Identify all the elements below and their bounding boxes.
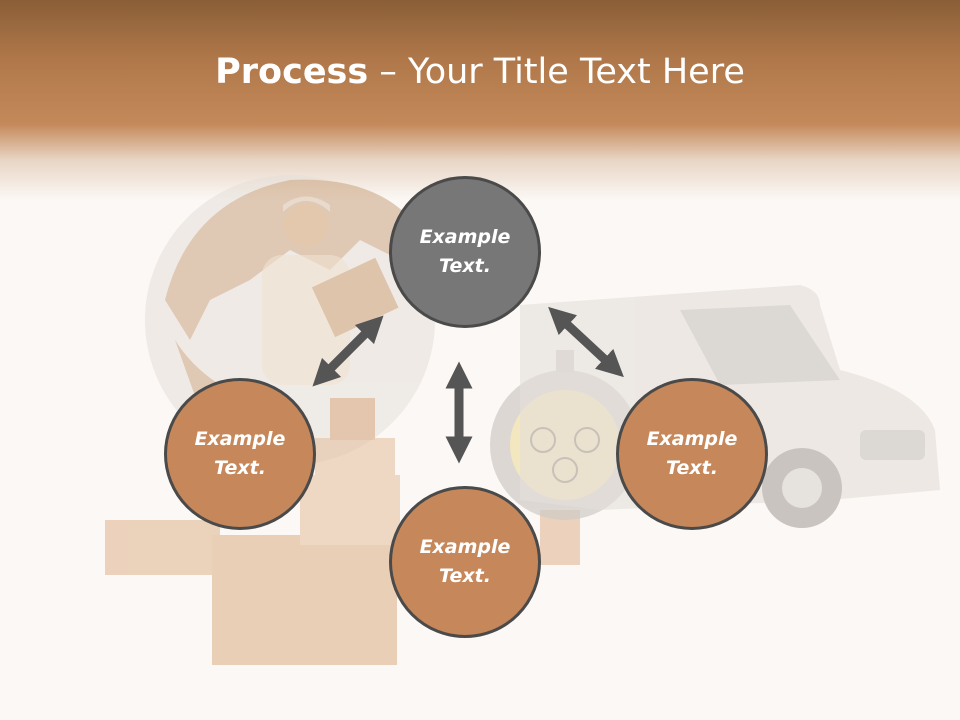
title-bold: Process — [215, 52, 369, 92]
double-arrow-icon — [548, 306, 624, 378]
title-rest: – Your Title Text Here — [368, 52, 745, 92]
double-arrow-icon — [312, 315, 384, 387]
title-banner — [0, 0, 960, 200]
slide-title: Process – Your Title Text Here — [0, 52, 960, 92]
box-stack-illustration — [105, 398, 580, 665]
